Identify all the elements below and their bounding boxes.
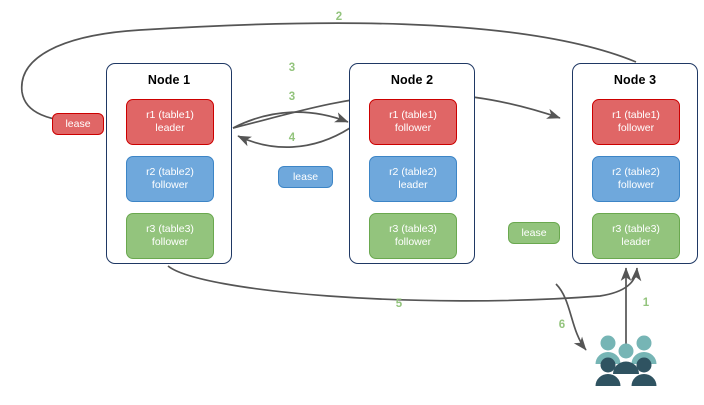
replica-n3-r2[interactable]: r2 (table2) follower: [592, 156, 680, 202]
replica-name: r3 (table3): [612, 223, 660, 235]
replica-role: leader: [398, 179, 428, 191]
step-label-3b: 3: [288, 91, 296, 103]
replica-n2-r3[interactable]: r3 (table3) follower: [369, 213, 457, 259]
node-title: Node 3: [613, 73, 657, 87]
replica-name: r2 (table2): [389, 166, 437, 178]
replica-role: follower: [394, 122, 432, 134]
step-label-4: 4: [288, 132, 296, 144]
replica-role: follower: [617, 122, 655, 134]
replica-name: r2 (table2): [612, 166, 660, 178]
replica-name: r1 (table1): [389, 109, 437, 121]
lease-chip-r3[interactable]: lease: [508, 222, 560, 244]
replica-role: leader: [155, 122, 185, 134]
replica-role: leader: [621, 236, 651, 248]
users-icon: [595, 335, 657, 386]
lease-label: lease: [521, 227, 547, 239]
step-label-5: 5: [395, 298, 403, 310]
replica-name: r1 (table1): [612, 109, 660, 121]
replica-role: follower: [394, 236, 432, 248]
edge-step-5: [167, 265, 642, 302]
edge-step-6: [555, 283, 587, 351]
replica-role: follower: [617, 179, 655, 191]
replica-n1-r1[interactable]: r1 (table1) leader: [126, 99, 214, 145]
replica-n2-r1[interactable]: r1 (table1) follower: [369, 99, 457, 145]
edge-step-2: [21, 22, 637, 129]
node-title: Node 2: [390, 73, 434, 87]
node-title: Node 1: [147, 73, 191, 87]
replica-role: follower: [151, 179, 189, 191]
lease-label: lease: [65, 118, 91, 130]
node-container-node3[interactable]: Node 3 r1 (table1) follower r2 (table2) …: [572, 63, 698, 264]
replica-n3-r3[interactable]: r3 (table3) leader: [592, 213, 680, 259]
step-label-2: 2: [335, 11, 343, 23]
lease-chip-r2[interactable]: lease: [278, 166, 333, 188]
edge-step-4: [237, 127, 351, 148]
replica-role: follower: [151, 236, 189, 248]
replica-name: r1 (table1): [146, 109, 194, 121]
replica-name: r3 (table3): [389, 223, 437, 235]
step-label-1: 1: [642, 297, 650, 309]
node-container-node2[interactable]: Node 2 r1 (table1) follower r2 (table2) …: [349, 63, 475, 264]
step-label-6: 6: [558, 319, 566, 331]
node-container-node1[interactable]: Node 1 r1 (table1) leader r2 (table2) fo…: [106, 63, 232, 264]
replica-n2-r2[interactable]: r2 (table2) leader: [369, 156, 457, 202]
step-label-3a: 3: [288, 62, 296, 74]
replica-n1-r3[interactable]: r3 (table3) follower: [126, 213, 214, 259]
replica-name: r2 (table2): [146, 166, 194, 178]
lease-label: lease: [292, 171, 319, 183]
replica-n3-r1[interactable]: r1 (table1) follower: [592, 99, 680, 145]
replica-name: r3 (table3): [146, 223, 194, 235]
replica-n1-r2[interactable]: r2 (table2) follower: [126, 156, 214, 202]
lease-chip-r1[interactable]: lease: [52, 113, 104, 135]
edge-step-3-to-node2: [232, 111, 349, 129]
